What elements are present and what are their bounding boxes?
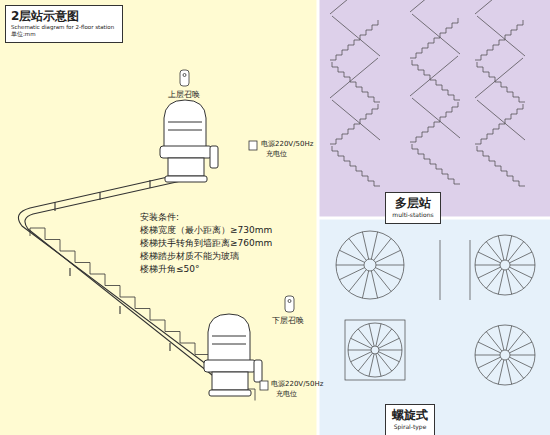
power-label: 充电位	[266, 150, 287, 158]
section-label-box: 螺旋式Spiral-type	[385, 404, 435, 435]
stair-steps	[30, 228, 255, 401]
multi-station-stairs	[330, 0, 525, 186]
bottom-right-panel	[318, 218, 550, 435]
remote-control	[180, 70, 294, 312]
note-line: 楼梯宽度（最小距离）≥730mm	[140, 225, 272, 236]
stair-lift-chair	[160, 100, 218, 182]
heading-text: 多层站	[391, 196, 435, 211]
title-box: 2层站示意图Schematic diagram for 2-floor stat…	[5, 5, 123, 43]
note-heading: 安装条件:	[140, 212, 179, 223]
stair-lift-chair	[204, 314, 262, 396]
left-panel	[0, 0, 318, 435]
subtitle-text: 单位:mm	[11, 31, 117, 38]
note-line: 楼梯踏步材质不能为玻璃	[140, 251, 239, 262]
power-label: 充电位	[276, 390, 297, 398]
note-line: 楼梯扶手转角到墙距离≥760mm	[140, 238, 272, 249]
top-right-panel	[318, 0, 550, 218]
subtitle-text: multi-stations	[391, 211, 435, 219]
power-socket	[249, 141, 268, 390]
call-label: 下层召唤	[272, 316, 304, 326]
section-label-box: 多层站multi-stations	[385, 192, 441, 224]
call-label: 上层召唤	[168, 90, 200, 100]
subtitle-text: Spiral-type	[391, 423, 429, 431]
heading-text: 2层站示意图	[11, 9, 117, 24]
heading-text: 螺旋式	[391, 408, 429, 423]
note-line: 楼梯升角≤50°	[140, 264, 200, 275]
power-label: 电源220V/50Hz	[271, 380, 323, 388]
subtitle-text: Schematic diagram for 2-floor station	[11, 24, 117, 31]
power-label: 电源220V/50Hz	[261, 140, 313, 148]
spiral-stairs	[336, 231, 535, 385]
